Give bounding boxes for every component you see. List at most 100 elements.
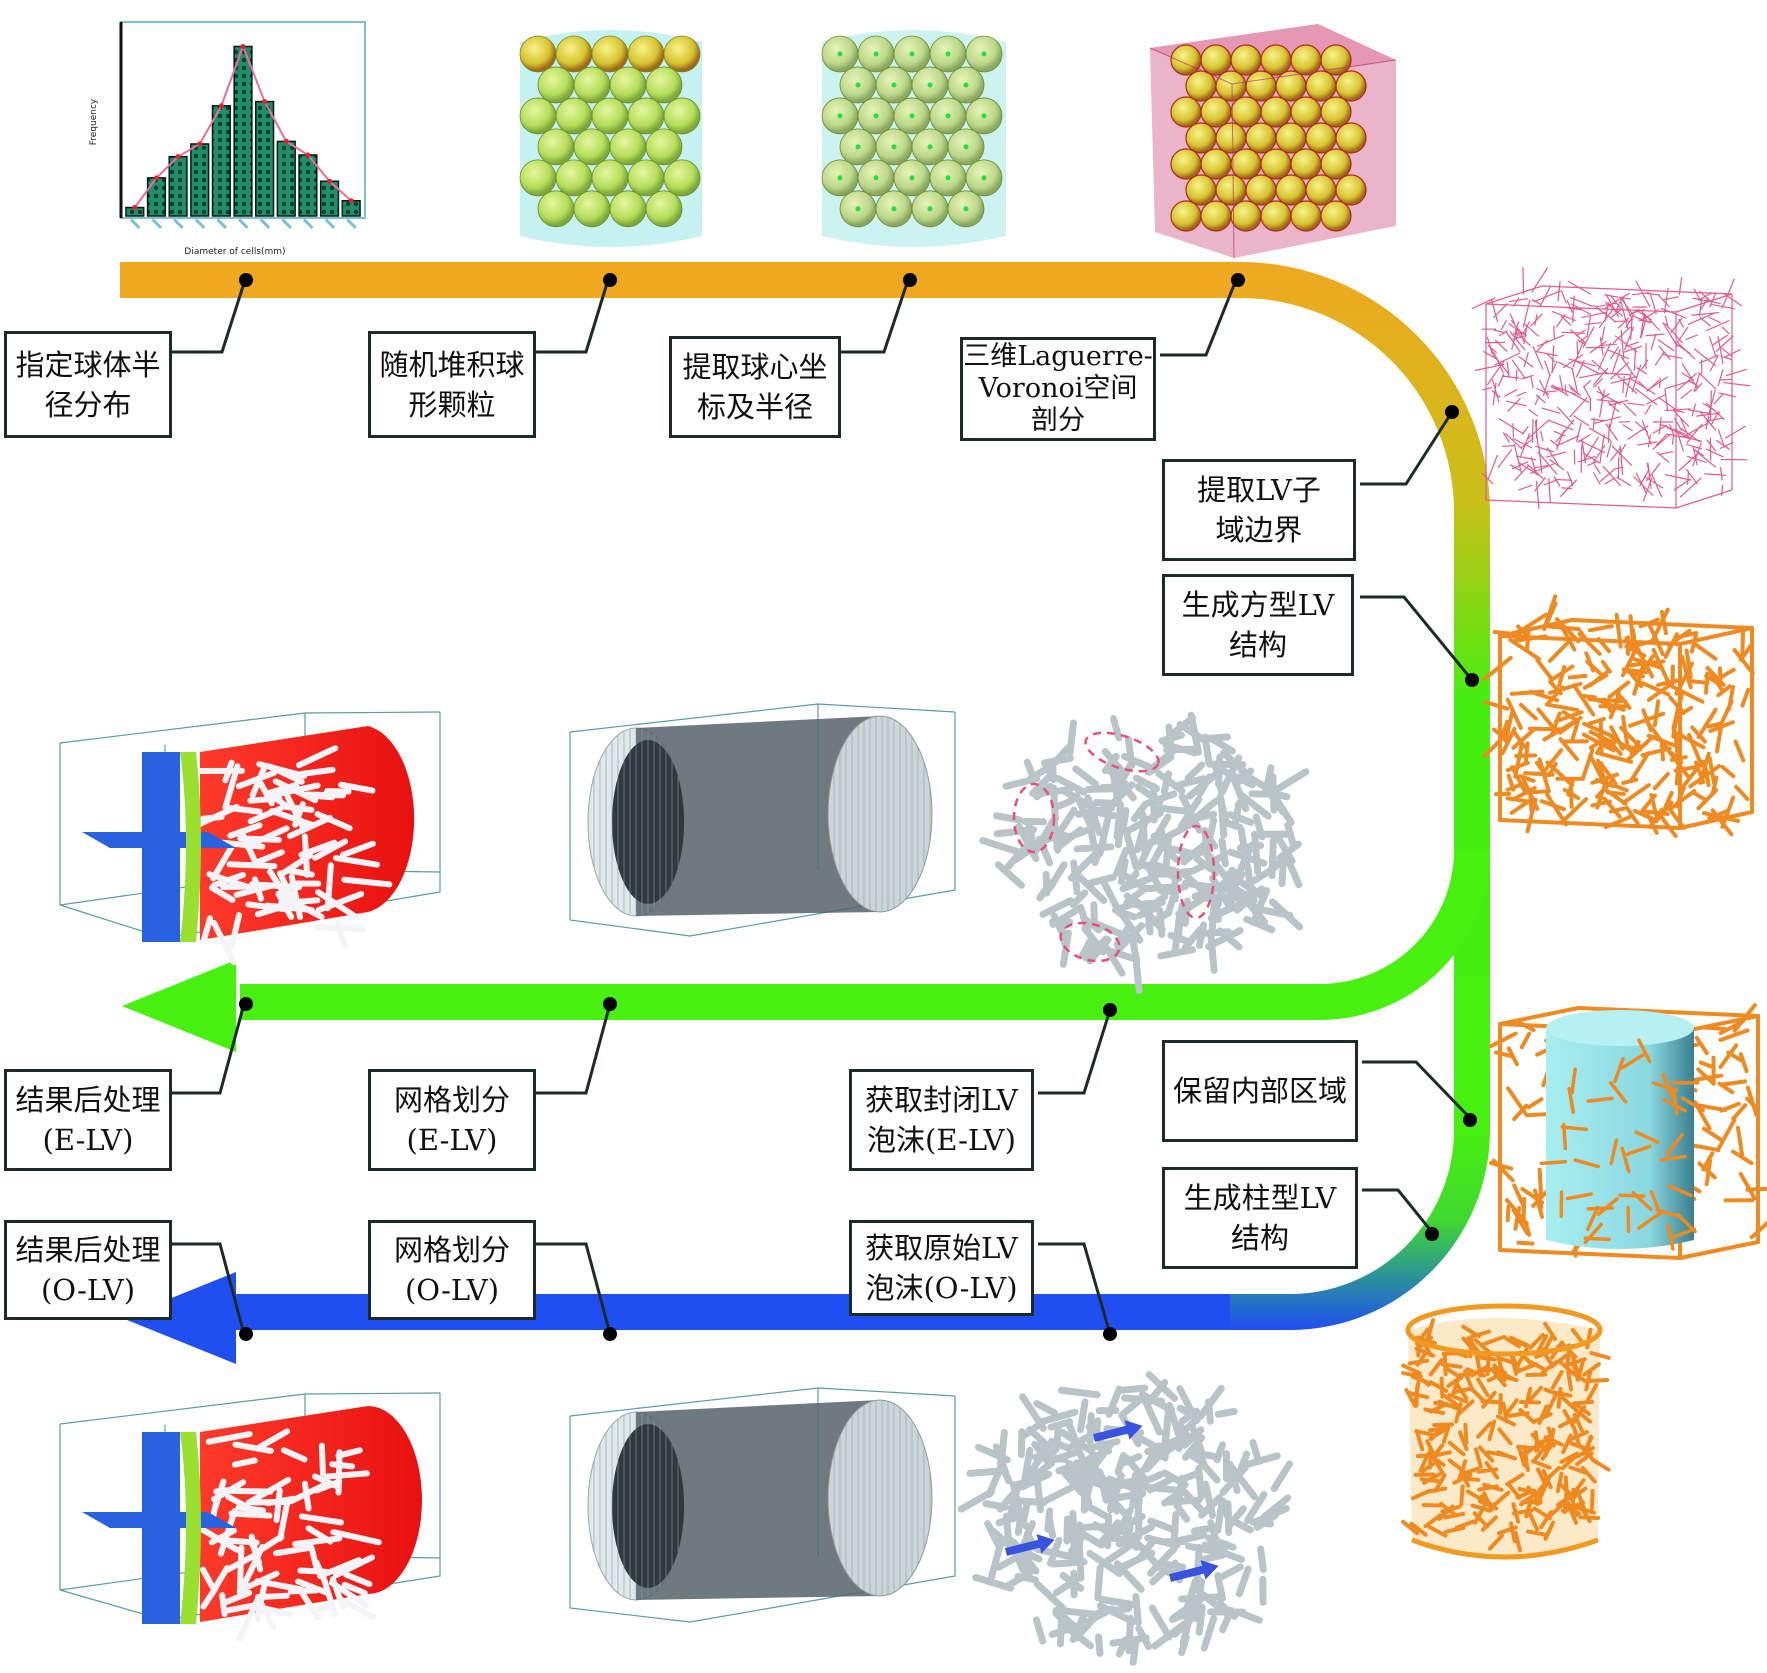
strut: [1500, 726, 1517, 755]
strut: [1607, 348, 1630, 360]
strut: [1513, 634, 1548, 643]
strut: [1643, 312, 1661, 331]
o-lv-mesh-image: [569, 1387, 956, 1623]
foam-strut: [1257, 1545, 1267, 1573]
strut: [1575, 1488, 1586, 1510]
strut: [1401, 1363, 1422, 1376]
strut: [1566, 471, 1574, 487]
strut: [1618, 420, 1631, 423]
strut: [1523, 1386, 1533, 1409]
strut: [1581, 732, 1614, 752]
foam-strut: [1109, 1634, 1150, 1647]
strut: [1688, 1073, 1724, 1083]
foam-strut: [1054, 825, 1094, 845]
strut: [1555, 1471, 1564, 1494]
strut: [1538, 445, 1543, 474]
foam-strut: [1039, 897, 1075, 918]
strut: [1670, 1227, 1697, 1240]
sphere-center: [891, 82, 897, 88]
sphere-center: [963, 144, 969, 150]
strut: [1499, 1356, 1521, 1367]
histogram-y-label: Frequency: [89, 98, 99, 145]
strut: [1515, 455, 1537, 461]
foam-strut: [1278, 856, 1287, 888]
histogram-x-tick: [302, 218, 314, 229]
strut: [1580, 444, 1583, 473]
histogram-x-tick: [346, 218, 357, 229]
foam-strut: [1186, 1450, 1208, 1467]
strut: [1651, 473, 1663, 498]
foam-strut: [1029, 769, 1057, 797]
strut: [1522, 321, 1531, 335]
strut: [1658, 450, 1674, 456]
strut: [200, 813, 225, 822]
foam-strut: [1180, 1488, 1207, 1516]
strut: [1732, 648, 1755, 676]
foam-strut: [1196, 921, 1208, 949]
strut: [1652, 433, 1671, 450]
strut: [1725, 368, 1747, 377]
strut: [1651, 607, 1670, 643]
strut: [1493, 351, 1504, 374]
strut: [1502, 431, 1511, 444]
strut: [1585, 1382, 1599, 1403]
connector-closed-foam-e: [1038, 1009, 1112, 1095]
strut: [1547, 640, 1571, 663]
foam-strut: [1033, 1400, 1059, 1417]
sphere: [1215, 122, 1247, 154]
strut: [1438, 1501, 1458, 1517]
strut: [272, 782, 321, 798]
strut: [212, 1565, 230, 1591]
strut: [1634, 1130, 1660, 1145]
strut: [309, 1603, 336, 1614]
strut: [1609, 447, 1622, 462]
foam-strut: [1197, 1384, 1225, 1420]
sphere-center: [927, 206, 933, 212]
connector-meshing-e: [536, 1003, 612, 1095]
histogram-x-tick: [259, 218, 271, 229]
strut: [1664, 408, 1691, 412]
strut: [1674, 765, 1681, 786]
strut: [1718, 378, 1733, 381]
foam-strut: [1190, 1449, 1221, 1461]
foam-strut: [1228, 1464, 1259, 1501]
strut: [1544, 360, 1551, 377]
histogram-marker: [175, 154, 181, 160]
strut: [1559, 479, 1578, 498]
sphere: [1170, 200, 1202, 232]
strut: [200, 1566, 216, 1590]
sphere: [1335, 70, 1367, 102]
strut: [1427, 1525, 1448, 1538]
frame-edge: [1541, 285, 1733, 295]
foam-strut: [1132, 898, 1166, 909]
sphere-center: [909, 113, 915, 119]
foam-strut: [1085, 1503, 1110, 1520]
frame-edge: [1675, 293, 1733, 313]
frame-edge: [1678, 810, 1754, 830]
strut: [284, 792, 306, 831]
foam-strut: [1210, 1545, 1246, 1563]
strut: [1543, 1465, 1561, 1483]
strut: [1632, 657, 1663, 670]
strut: [1593, 463, 1601, 475]
strut: [1640, 793, 1657, 813]
foam-strut: [1284, 821, 1297, 848]
sphere: [1290, 44, 1322, 76]
strut: [1686, 678, 1710, 685]
strut: [1499, 329, 1509, 337]
strut: [1593, 304, 1617, 323]
foam-strut: [1033, 1580, 1067, 1613]
strut: [1428, 1358, 1444, 1377]
strut: [1454, 1519, 1476, 1530]
strut: [1680, 418, 1690, 439]
strut: [1625, 1144, 1652, 1157]
foam-strut: [1195, 1606, 1206, 1636]
strut: [1513, 1530, 1522, 1553]
strut: [1572, 683, 1596, 717]
foam-strut: [1156, 804, 1194, 816]
frame-edge: [1675, 489, 1733, 509]
strut: [1709, 671, 1724, 692]
strut: [1540, 430, 1544, 442]
strut: [1658, 345, 1671, 360]
strut: [1493, 329, 1505, 334]
